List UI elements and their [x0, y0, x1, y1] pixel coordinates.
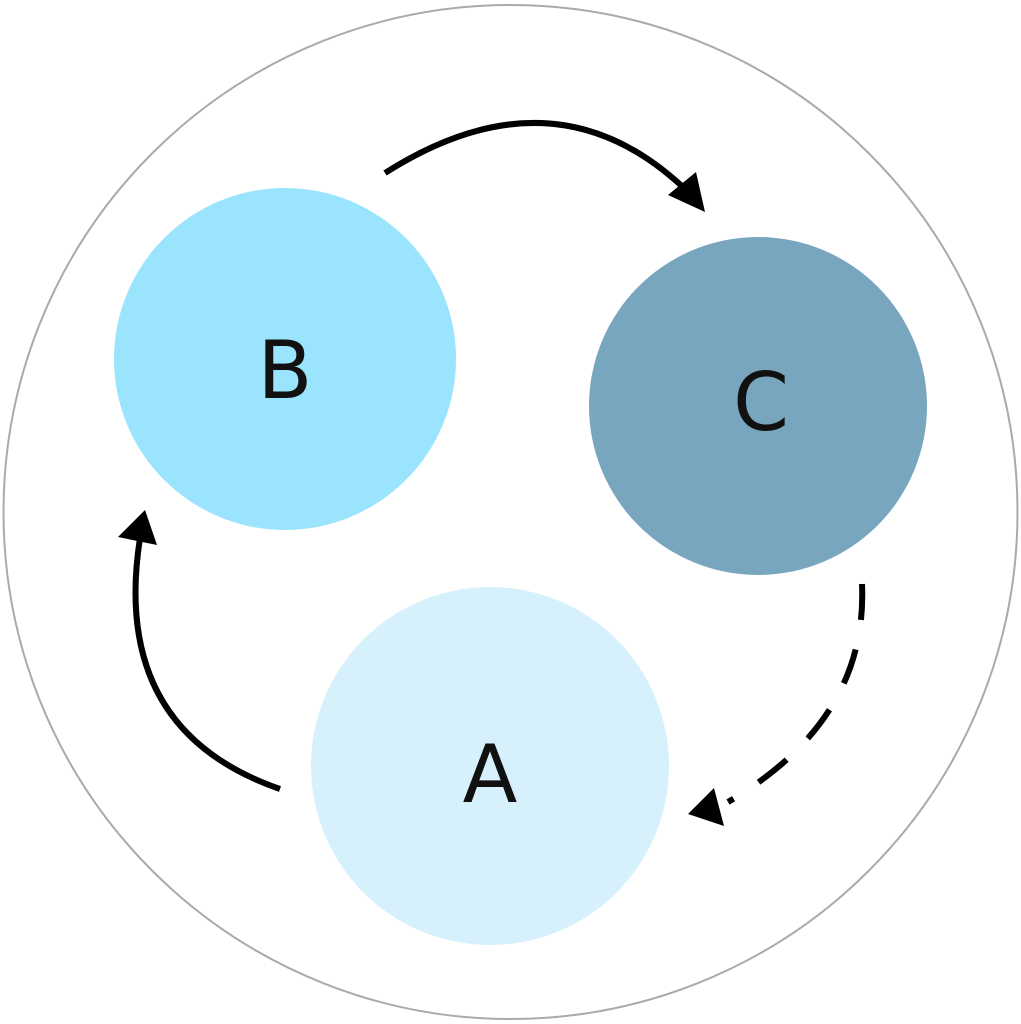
arrow-a-to-b-head	[118, 510, 157, 545]
node-b: B	[114, 188, 456, 530]
arrow-b-to-c-head	[668, 172, 705, 212]
node-a-label: A	[463, 728, 518, 821]
arrow-c-to-a-head	[688, 788, 724, 826]
arrow-b-to-c	[383, 119, 705, 212]
node-c-circle	[589, 237, 927, 575]
arrow-c-to-a-line	[726, 583, 866, 805]
node-b-circle	[114, 188, 456, 530]
arrow-c-to-a	[688, 583, 866, 826]
node-b-label: B	[258, 324, 313, 417]
node-c-label: C	[733, 356, 789, 449]
arrow-a-to-b-line	[132, 537, 281, 792]
node-a: A	[311, 587, 669, 945]
node-c: C	[589, 237, 927, 575]
arrow-b-to-c-line	[383, 119, 689, 193]
node-a-circle	[311, 587, 669, 945]
arrow-a-to-b	[118, 510, 281, 792]
